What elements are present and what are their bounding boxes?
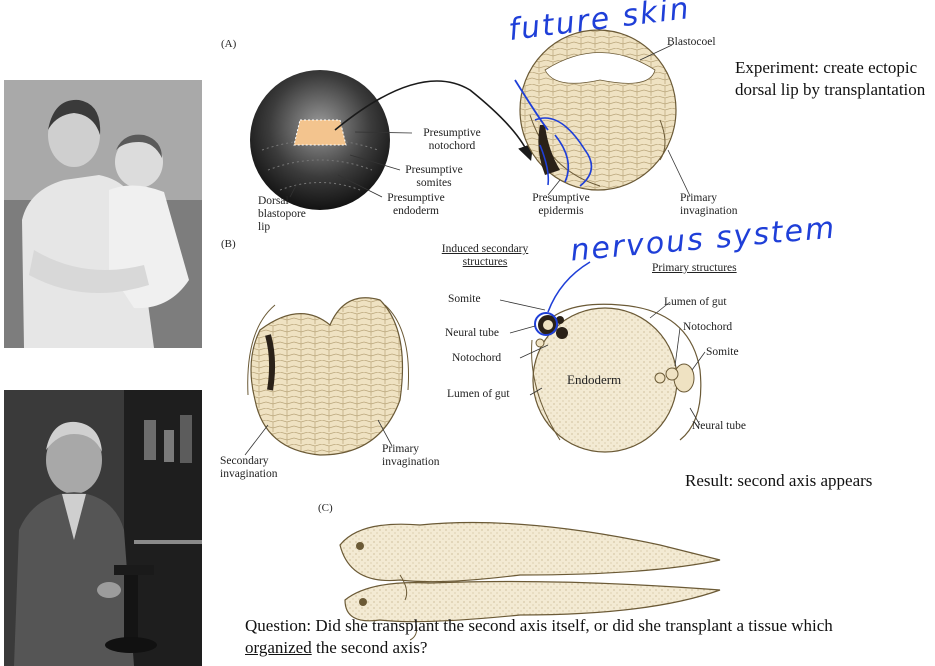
label-presumptive-epidermis: Presumptive epidermis — [520, 192, 602, 218]
label-secondary-invagination: Secondary invagination — [220, 455, 290, 481]
label-presumptive-somites: Presumptive somites — [398, 164, 470, 190]
note-experiment: Experiment: create ectopic dorsal lip by… — [735, 57, 935, 101]
label-primary-structures: Primary structures — [652, 262, 737, 275]
note-question: Question: Did she transplant the second … — [245, 615, 885, 659]
label-presumptive-endoderm: Presumptive endoderm — [380, 192, 452, 218]
note-question-text: Question: Did she transplant the second … — [245, 616, 833, 635]
label-blastocoel: Blastocoel — [667, 36, 716, 49]
label-neural-tube-right: Neural tube — [692, 420, 746, 433]
label-endoderm: Endoderm — [567, 373, 621, 386]
label-somite-left: Somite — [448, 293, 481, 306]
label-primary-invagination-a: Primary invagination — [680, 192, 760, 218]
label-neural-tube-left: Neural tube — [445, 327, 499, 340]
label-lumen-of-gut-left: Lumen of gut — [447, 388, 510, 401]
label-somite-right: Somite — [706, 346, 739, 359]
note-question-organized: organized — [245, 638, 312, 657]
label-notochord-left: Notochord — [452, 352, 501, 365]
note-question-end: the second axis? — [312, 638, 428, 657]
label-notochord-right: Notochord — [683, 321, 732, 334]
label-dorsal-blastopore-lip: Dorsal blastopore lip — [258, 195, 318, 234]
label-induced-secondary-structures: Induced secondary structures — [420, 243, 550, 269]
label-primary-invagination-b: Primary invagination — [382, 443, 462, 469]
label-presumptive-notochord: Presumptive notochord — [412, 127, 492, 153]
label-lumen-of-gut-right: Lumen of gut — [664, 296, 727, 309]
donor-embryo-sphere — [250, 70, 390, 210]
note-result: Result: second axis appears — [685, 470, 885, 492]
